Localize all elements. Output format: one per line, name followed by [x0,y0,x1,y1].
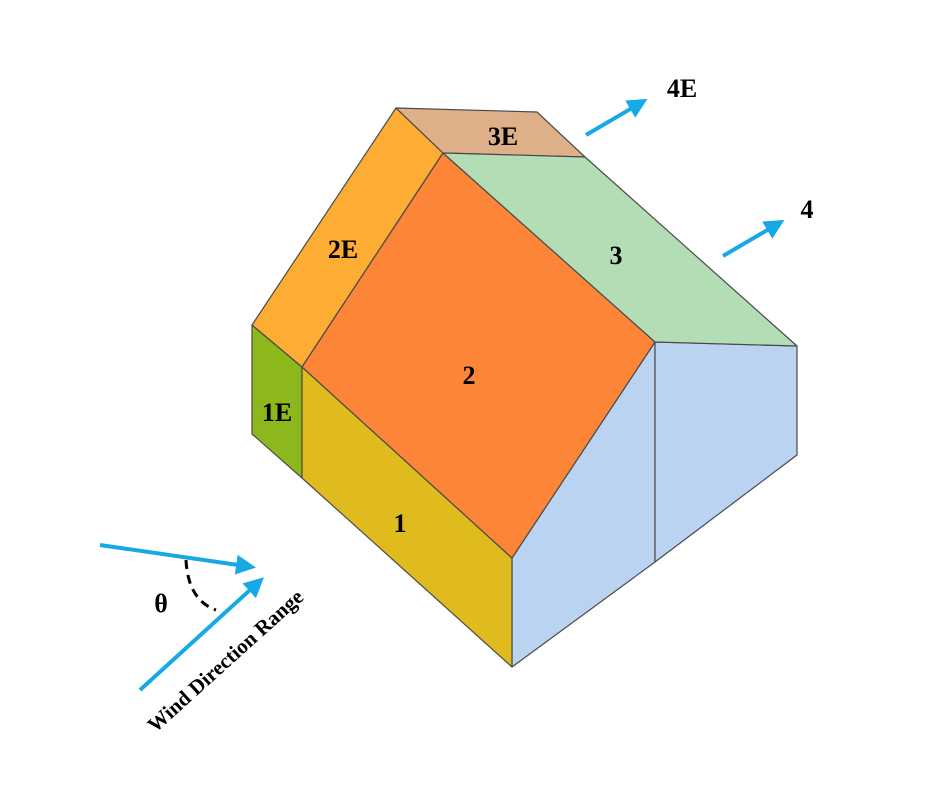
zone-1-label: 1 [394,509,407,538]
zone-2e-label: 2E [328,235,358,264]
theta-symbol: θ [154,589,168,618]
zone-4e-arrow [584,98,648,137]
zone-1e-label: 1E [262,398,292,427]
zone-4-label: 4 [801,195,814,224]
zone-2-label: 2 [463,361,476,390]
zone-3e-label: 3E [488,122,518,151]
zone-3 [442,152,798,347]
rear-wall [654,341,798,563]
wind-angle-arc [184,559,217,612]
zone-4-arrow [721,219,785,258]
zone-4e-label: 4E [667,74,697,103]
wind-direction-arrow-lower [138,577,264,692]
zone-3-label: 3 [610,241,623,270]
wind-direction-arrow-upper [99,543,256,575]
